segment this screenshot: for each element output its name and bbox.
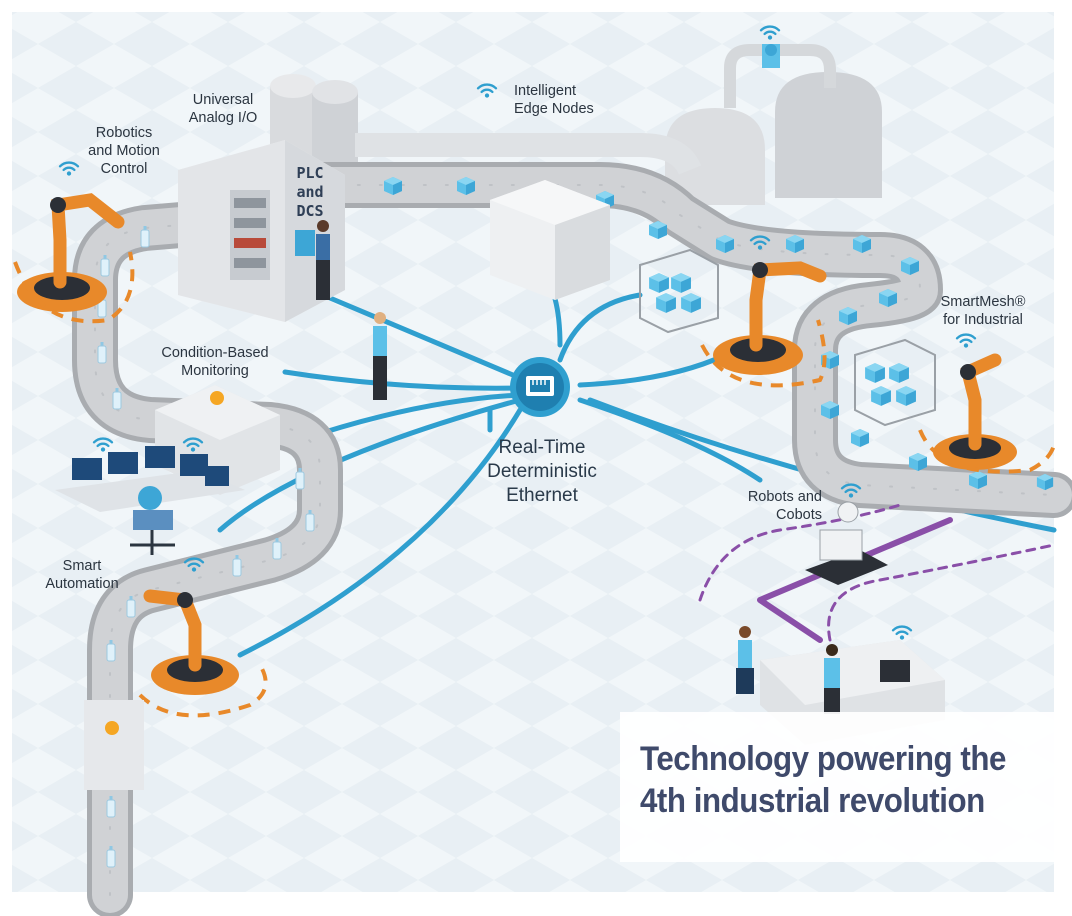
server-cabinet (490, 180, 610, 300)
ethernet-hub (510, 357, 570, 417)
storage-silos (270, 44, 882, 205)
headline-panel (620, 712, 1054, 862)
package-carts (639, 248, 936, 427)
operator-workstation (55, 446, 245, 555)
safety-zones (13, 251, 1056, 718)
workers (316, 220, 840, 714)
label-smartmesh: SmartMesh®for Industrial (940, 294, 1026, 328)
robot-arms (17, 193, 1017, 695)
overhead-duct (355, 133, 702, 176)
cobot-robot (805, 501, 888, 585)
conveyor-belt (72, 162, 1072, 916)
lower-machine (84, 700, 144, 790)
ethernet-port-icon (526, 376, 554, 396)
